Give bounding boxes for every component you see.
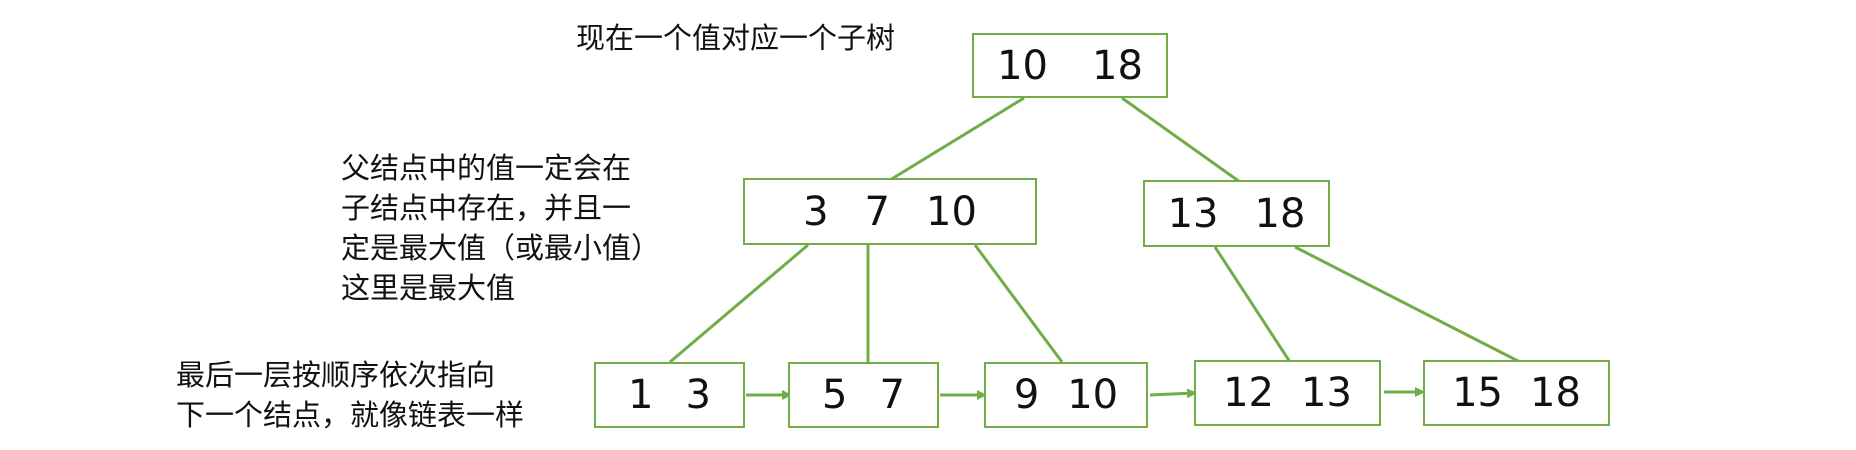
leaf-annotation: 最后一层按顺序依次指向 下一个结点，就像链表一样 bbox=[176, 355, 524, 435]
leaf-node: 15 18 bbox=[1423, 360, 1610, 426]
node-key: 9 bbox=[1013, 372, 1040, 418]
node-key: 5 bbox=[822, 372, 848, 418]
node-key: 18 bbox=[1254, 190, 1306, 237]
annotation-line: 子结点中存在，并且一 bbox=[341, 191, 632, 225]
edge-internal-right-to-leaf-4 bbox=[1213, 246, 1292, 363]
annotation-line: 下一个结点，就像链表一样 bbox=[176, 398, 525, 432]
node-key: 3 bbox=[685, 372, 711, 418]
edge-internal-right-to-leaf-5 bbox=[1294, 245, 1521, 364]
root-node: 10 18 bbox=[972, 33, 1168, 98]
node-key: 7 bbox=[864, 188, 890, 235]
leaf-node: 9 10 bbox=[984, 362, 1148, 428]
node-key: 10 bbox=[997, 42, 1048, 89]
annotation-line: 父结点中的值一定会在 bbox=[341, 151, 632, 185]
edge-internal-left-to-leaf-1 bbox=[669, 243, 809, 364]
annotation-line: 这里是最大值 bbox=[341, 271, 516, 305]
edge-root-to-internal-left bbox=[889, 96, 1025, 182]
edge-internal-left-to-leaf-3 bbox=[973, 244, 1064, 363]
node-key: 3 bbox=[803, 188, 829, 235]
leaf-node: 1 3 bbox=[594, 362, 745, 428]
leaf-link-arrow-3 bbox=[1149, 388, 1197, 399]
internal-node-right: 13 18 bbox=[1143, 180, 1330, 247]
leaf-node: 5 7 bbox=[788, 362, 939, 428]
leaf-node: 12 13 bbox=[1194, 360, 1381, 426]
node-key: 13 bbox=[1301, 370, 1352, 416]
node-key: 12 bbox=[1223, 370, 1274, 416]
parent-annotation: 父结点中的值一定会在 子结点中存在，并且一 定是最大值（或最小值） 这里是最大值 bbox=[341, 148, 660, 308]
node-key: 18 bbox=[1092, 42, 1143, 89]
node-key: 15 bbox=[1452, 370, 1503, 416]
node-key: 10 bbox=[1067, 372, 1119, 418]
root-annotation: 现在一个值对应一个子树 bbox=[576, 21, 896, 55]
node-key: 1 bbox=[628, 372, 654, 418]
annotation-line: 定是最大值（或最小值） bbox=[341, 231, 661, 265]
node-key: 13 bbox=[1167, 190, 1219, 237]
annotation-line: 最后一层按顺序依次指向 bbox=[176, 358, 496, 392]
node-key: 7 bbox=[879, 372, 905, 418]
internal-node-left: 3 7 10 bbox=[743, 178, 1037, 245]
edge-root-to-internal-right bbox=[1121, 96, 1241, 184]
node-key: 10 bbox=[926, 188, 977, 235]
node-key: 18 bbox=[1530, 370, 1581, 416]
